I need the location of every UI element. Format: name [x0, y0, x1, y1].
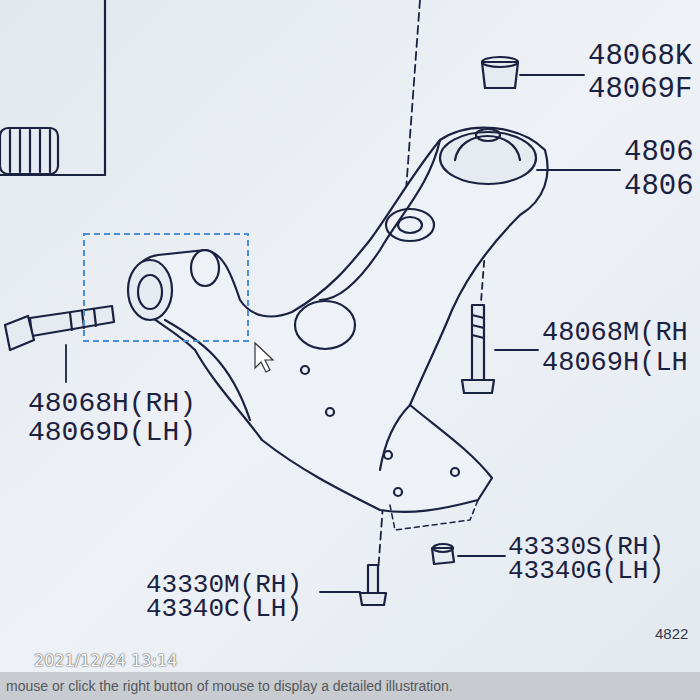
selection-box [84, 234, 248, 341]
part-number: 43330M(RH) [146, 572, 302, 598]
part-number: 48069H(LH [542, 350, 688, 377]
arm-hole [326, 408, 334, 416]
timestamp: 2021/12/24 13:14 [34, 653, 177, 669]
figure-number: 4822 [655, 626, 688, 641]
part-number: 48069F [588, 75, 692, 104]
arm-hole [394, 488, 402, 496]
front-bushing [191, 250, 219, 286]
nut [482, 57, 518, 67]
status-text: mouse or click the right button of mouse… [6, 679, 453, 693]
leader-line [537, 169, 620, 171]
arm-hole [451, 468, 459, 476]
arm-hole [398, 217, 422, 233]
part-number: 48069D(LH) [28, 419, 196, 447]
part-number: 43340G(LH) [508, 558, 664, 584]
control-arm [131, 128, 547, 512]
rear-bushing [440, 132, 536, 184]
status-strip [0, 672, 700, 700]
mouse-cursor [255, 343, 273, 372]
front-bushing [138, 275, 162, 309]
bolt [360, 565, 386, 605]
arm-hole [384, 451, 392, 459]
leader-line [65, 345, 67, 382]
arm-hole [301, 366, 309, 374]
part-number: 4806 [624, 172, 694, 201]
leader-line [495, 349, 538, 351]
leader-line [458, 555, 505, 557]
arm-edge [320, 140, 440, 300]
leader-line [320, 591, 360, 593]
plate-outline [390, 500, 478, 530]
rear-bushing [476, 129, 500, 141]
bolt [5, 306, 114, 350]
arm-hole [386, 209, 434, 241]
bolt [462, 305, 494, 393]
screen-ground [0, 0, 700, 672]
rear-bushing [455, 136, 520, 160]
part-number: 48068M(RH [542, 320, 688, 347]
part-number: 43330S(RH) [508, 534, 664, 560]
arm-hole [295, 301, 355, 349]
leader-line [520, 74, 584, 76]
part-number: 4806 [624, 138, 694, 167]
part-number: 48068K [588, 42, 692, 71]
bushing-part [0, 128, 58, 174]
inset-border [104, 0, 106, 175]
front-bushing [128, 260, 172, 320]
part-number: 48068H(RH) [28, 390, 196, 418]
nut [433, 544, 453, 552]
part-number: 43340C(LH) [146, 596, 302, 622]
arm-edge [380, 405, 410, 470]
